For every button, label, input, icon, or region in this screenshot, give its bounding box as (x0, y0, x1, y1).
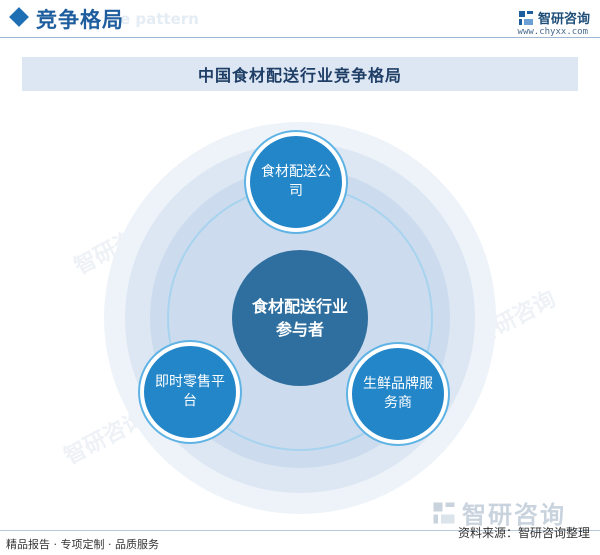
footer-bar (0, 530, 600, 555)
brand-url: www.chyxx.com (517, 27, 588, 37)
participant-label: 生鲜品牌服务商 (363, 376, 433, 411)
page-title: 竞争格局 (36, 8, 124, 32)
participant-label: 即时零售平台 (155, 374, 225, 409)
header-divider (0, 37, 600, 38)
source-note: 资料来源：智研咨询整理 (457, 526, 590, 540)
participant-node-right: 生鲜品牌服务商 (348, 344, 448, 444)
brand-logo-icon (518, 10, 533, 25)
brand: 智研咨询 (518, 8, 590, 27)
footer-logo-icon (433, 502, 455, 523)
center-node: 食材配送行业参与者 (232, 250, 368, 386)
chart-title-band: 中国食材配送行业竞争格局 (22, 57, 578, 91)
participant-node-top: 食材配送公司 (246, 132, 346, 232)
center-node-label: 食材配送行业参与者 (252, 297, 349, 339)
footer-brand-name: 智研咨询 (462, 501, 566, 529)
footer-brand: 智研咨询 (432, 495, 566, 530)
chart-title: 中国食材配送行业竞争格局 (197, 66, 402, 85)
participant-label: 食材配送公司 (261, 164, 331, 199)
brand-name: 智研咨询 (537, 12, 590, 27)
header: e pattern 竞争格局 智研咨询 www.chyxx.com (0, 0, 600, 40)
participant-node-left: 即时零售平台 (140, 342, 240, 442)
header-ghost-text: e pattern (120, 10, 199, 28)
footer-tagline: 精品报告 · 专项定制 · 品质服务 (6, 538, 159, 551)
